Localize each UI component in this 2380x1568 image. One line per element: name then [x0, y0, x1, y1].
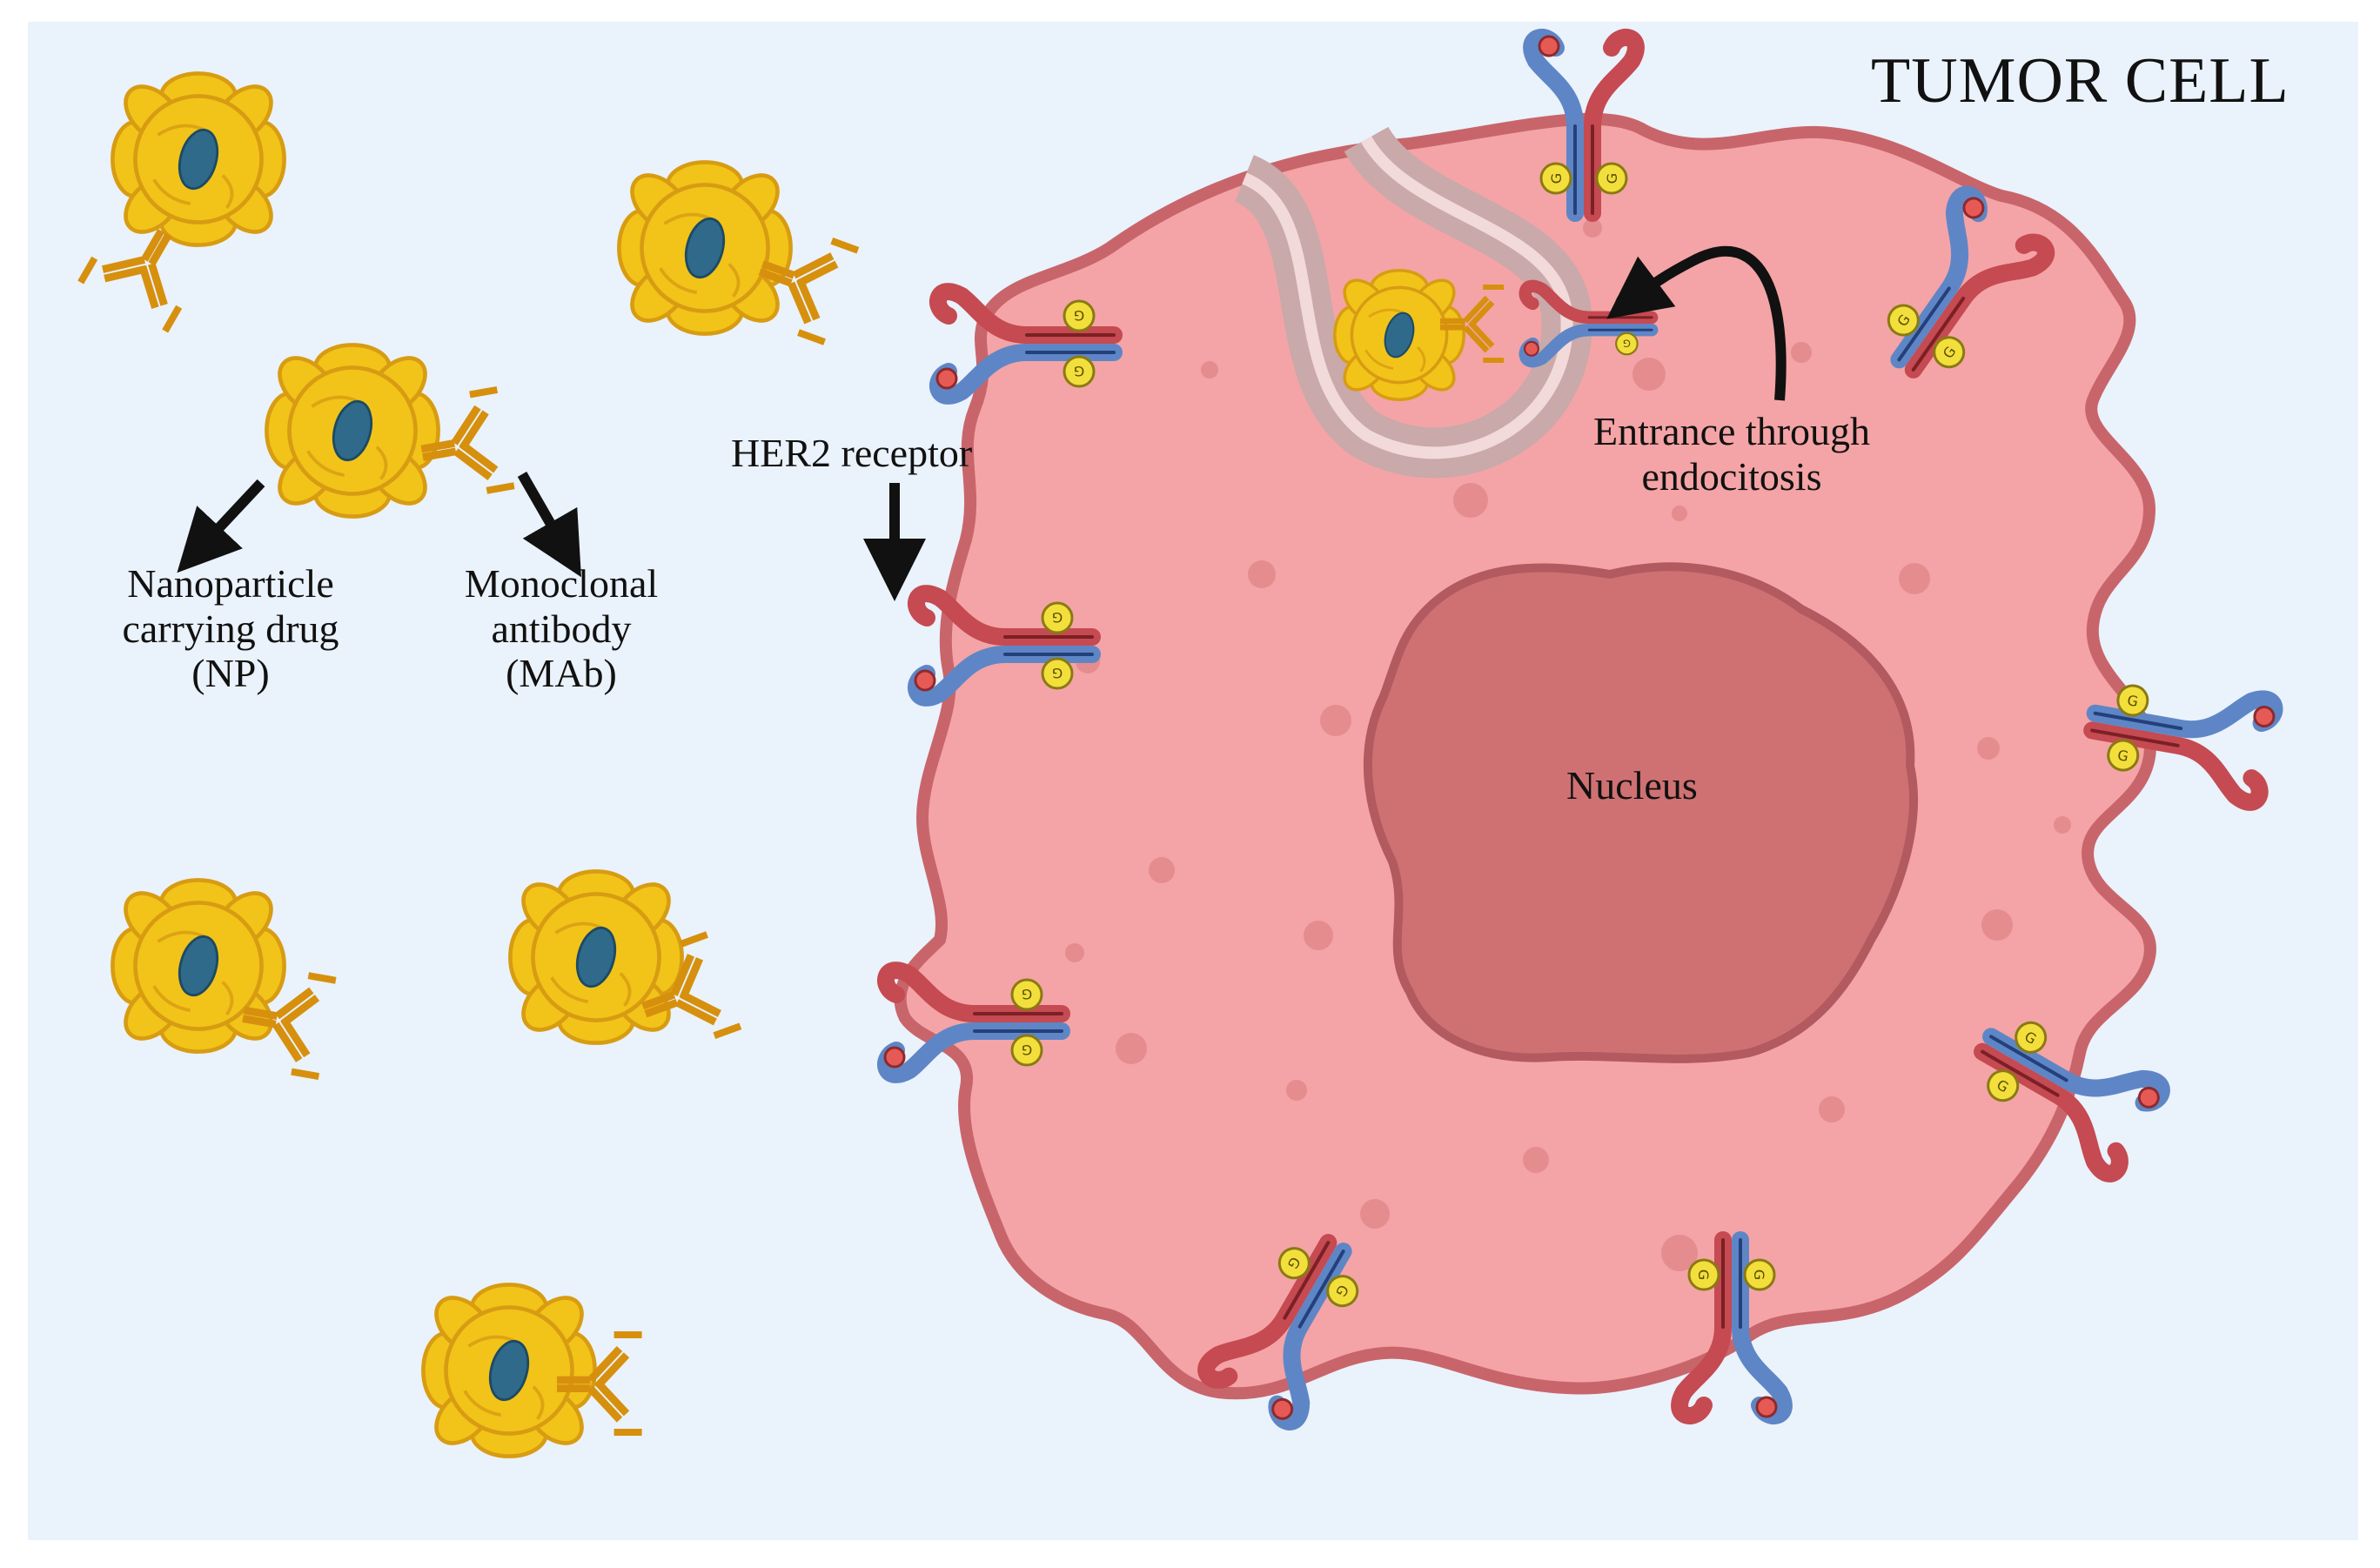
- endocytosis-label: Entrance through endocitosis: [1566, 409, 1897, 499]
- endocytosis-label-line: Entrance through: [1592, 409, 1871, 453]
- nanoparticle-label-line: (NP): [191, 651, 270, 696]
- nanoparticle-label: Nanoparticle carrying drug (NP): [83, 561, 379, 696]
- nucleus: [1363, 562, 1918, 1063]
- antibody-label: Monoclonal antibody (MAb): [426, 561, 696, 696]
- nanoparticle-label-line: Nanoparticle: [127, 561, 334, 606]
- antibody-label-line: Monoclonal: [464, 561, 659, 606]
- antibody-label-line: antibody: [491, 606, 632, 651]
- antibody-label-line: (MAb): [506, 651, 617, 696]
- nanoparticle-label-line: carrying drug: [122, 606, 339, 651]
- her2-receptor-label: HER2 receptor: [731, 431, 973, 475]
- nucleus-label: Nucleus: [1566, 763, 1698, 807]
- figure-title: TUMOR CELL: [1871, 45, 2289, 117]
- endocytic-vesicle-icon: [1233, 125, 1592, 479]
- arrow-icon: [177, 245, 1787, 601]
- endocytosis-label-line: endocitosis: [1641, 453, 1822, 499]
